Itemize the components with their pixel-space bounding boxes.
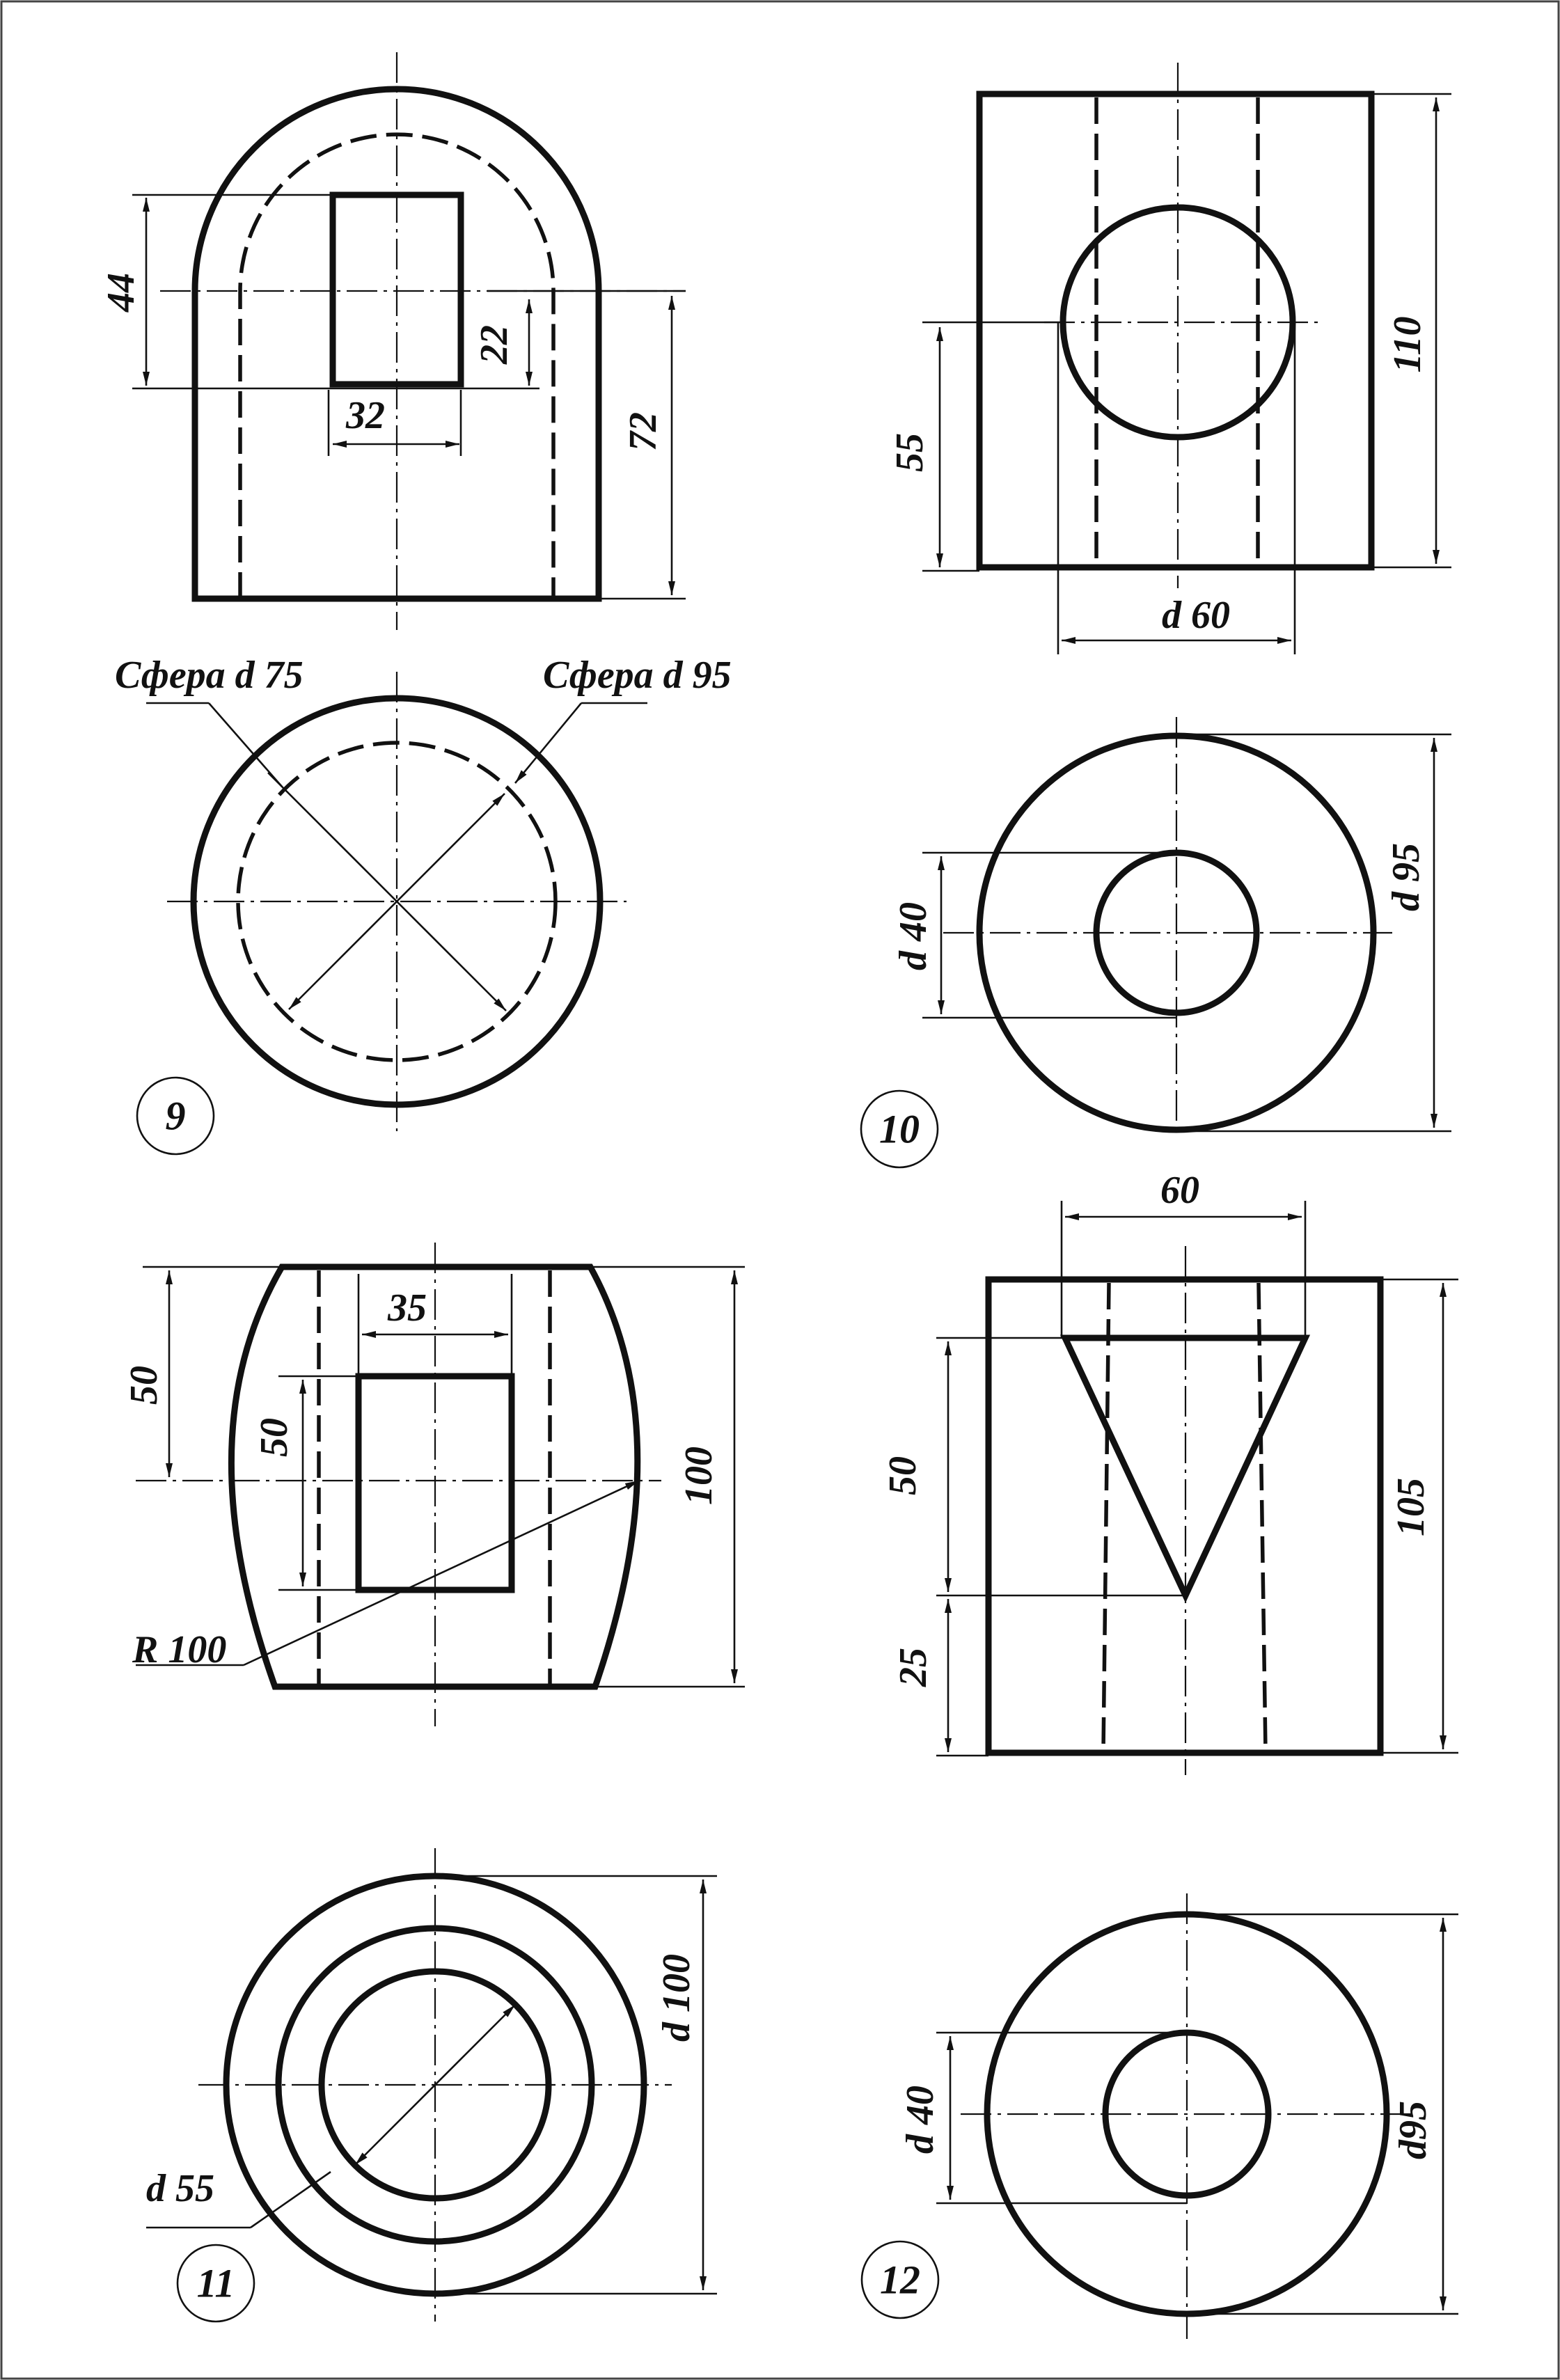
radius-label: R 100	[132, 1628, 226, 1671]
body-outline	[976, 90, 1375, 571]
dim-55-label: 55	[888, 433, 931, 472]
hidden-line-left	[1101, 1282, 1111, 1751]
dim-25-label: 25	[892, 1648, 935, 1687]
diameter-leader-slant	[250, 2170, 331, 2229]
body-outline	[985, 1276, 1384, 1756]
dim-44-label: 44	[100, 273, 143, 313]
dim-100-label: 100	[677, 1447, 720, 1505]
hidden-sphere-outline	[238, 132, 556, 599]
dim-d95-label: d 95	[1385, 843, 1428, 911]
panel-number: 9	[166, 1094, 186, 1139]
panel-number-circle	[860, 2240, 940, 2319]
panel-10-front-view: 55 110 d 60	[888, 63, 1451, 654]
leader-slant-right	[514, 702, 583, 784]
dim-35-label: 35	[387, 1286, 427, 1330]
leader-slant-left	[208, 702, 283, 787]
panel-number-circle	[136, 1076, 215, 1156]
dim-d40-label: d 40	[899, 2086, 942, 2154]
dim-50-hole-label: 50	[253, 1418, 296, 1457]
sphere-leader-outer	[267, 772, 507, 1011]
panel-12-front-view: 60 50 25 105	[881, 1169, 1458, 1775]
panel-number-circle	[860, 1089, 939, 1169]
diameter-leader	[354, 2004, 516, 2166]
panel-9-plan-view: Сфера d 75 Сфера d 95 9	[115, 654, 732, 1156]
dim-60-label: 60	[1160, 1169, 1199, 1212]
dim-105-label: 105	[1389, 1478, 1433, 1536]
panel-11: 50 50 35 100 R 100 d 100 d 55	[123, 1243, 745, 2323]
dim-72-label: 72	[622, 412, 665, 451]
dim-d55-label: d 55	[146, 2167, 214, 2210]
panel-10-plan-view: d 40 d 95 10	[860, 717, 1451, 1169]
dim-d95-label: d95	[1392, 2101, 1435, 2159]
panel-11-front-view: 50 50 35 100 R 100	[123, 1243, 745, 1726]
panel-11-plan-view: d 100 d 55 11	[146, 1848, 717, 2323]
panel-number-circle	[176, 2244, 255, 2323]
dim-32-label: 32	[345, 394, 385, 437]
dim-d100-label: d 100	[655, 1954, 698, 2042]
panel-9: 44 22 32 72 Сфера d 75 Сфера d 95 9	[100, 52, 732, 1156]
panel-10: 55 110 d 60 d 40 d 95 10	[860, 63, 1451, 1169]
radius-leader	[243, 1479, 640, 1666]
conical-hole-triangle	[1059, 1334, 1311, 1603]
panel-9-front-view: 44 22 32 72	[100, 52, 686, 630]
dim-50-label: 50	[881, 1456, 924, 1495]
panel-number: 11	[197, 2261, 235, 2306]
panel-12: 60 50 25 105 d 40 d95 12	[860, 1169, 1458, 2339]
panel-number: 10	[879, 1107, 920, 1152]
arched-body-outline	[191, 86, 602, 602]
dim-110-label: 110	[1386, 317, 1429, 373]
dim-d60-label: d 60	[1162, 594, 1230, 637]
dim-d40-label: d 40	[892, 902, 935, 970]
dim-22-label: 22	[473, 325, 516, 365]
panel-12-plan-view: d 40 d95 12	[860, 1893, 1458, 2339]
hidden-line-right	[1256, 1282, 1268, 1751]
dim-50-top-label: 50	[123, 1366, 166, 1405]
sphere-d95-label: Сфера d 95	[543, 654, 732, 697]
panel-number: 12	[880, 2257, 920, 2303]
sphere-d75-label: Сфера d 75	[115, 654, 304, 697]
